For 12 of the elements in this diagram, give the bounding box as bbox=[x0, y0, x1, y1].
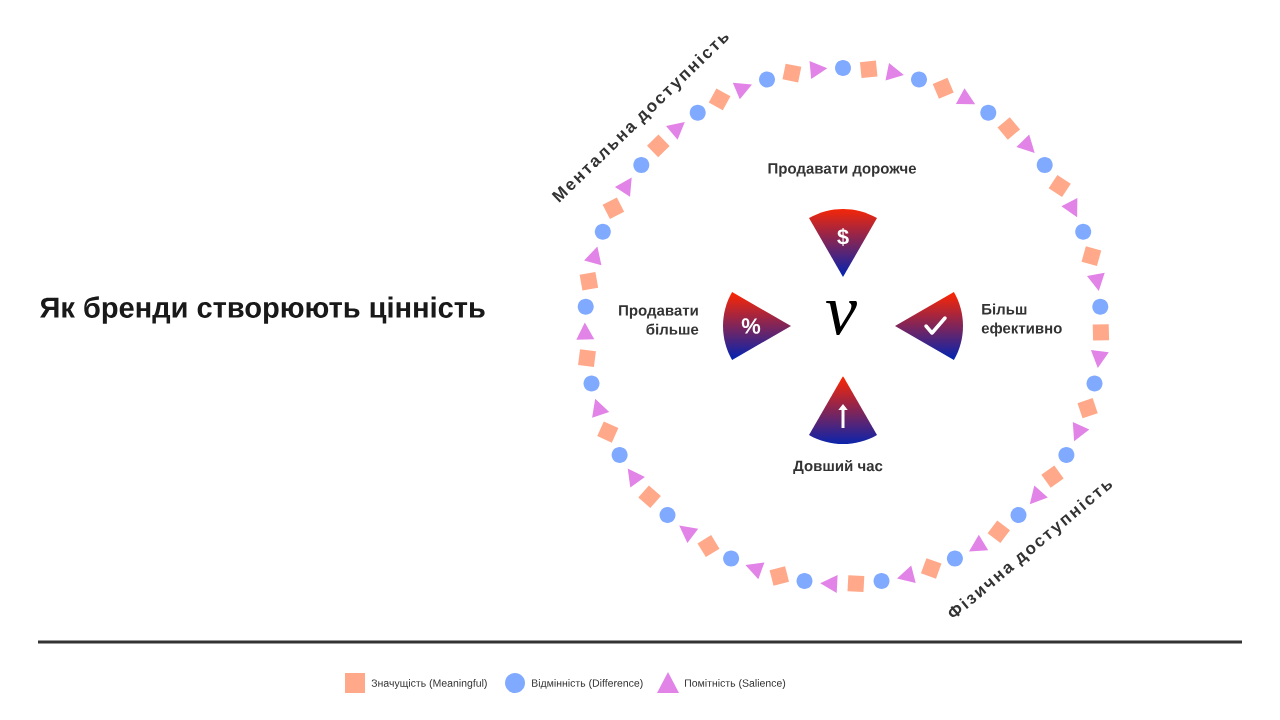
wedge-label: Продавати дорожче bbox=[768, 163, 917, 177]
legend-label: Відмінність (Difference) bbox=[532, 679, 643, 689]
title: Як бренди створюють цінність bbox=[40, 296, 485, 324]
wedge-label: Більш ефективно bbox=[981, 303, 1062, 337]
wedge: $ bbox=[837, 228, 849, 246]
wedge-label: Довший час bbox=[793, 459, 883, 475]
legend-label: Значущість (Meaningful) bbox=[371, 679, 487, 689]
wedge-label: Продавати більше bbox=[619, 305, 699, 335]
legend-label: Помітність (Salience) bbox=[685, 679, 786, 689]
value-symbol: ν bbox=[826, 301, 857, 335]
wedge bbox=[924, 316, 947, 335]
wedge: % bbox=[741, 318, 761, 334]
